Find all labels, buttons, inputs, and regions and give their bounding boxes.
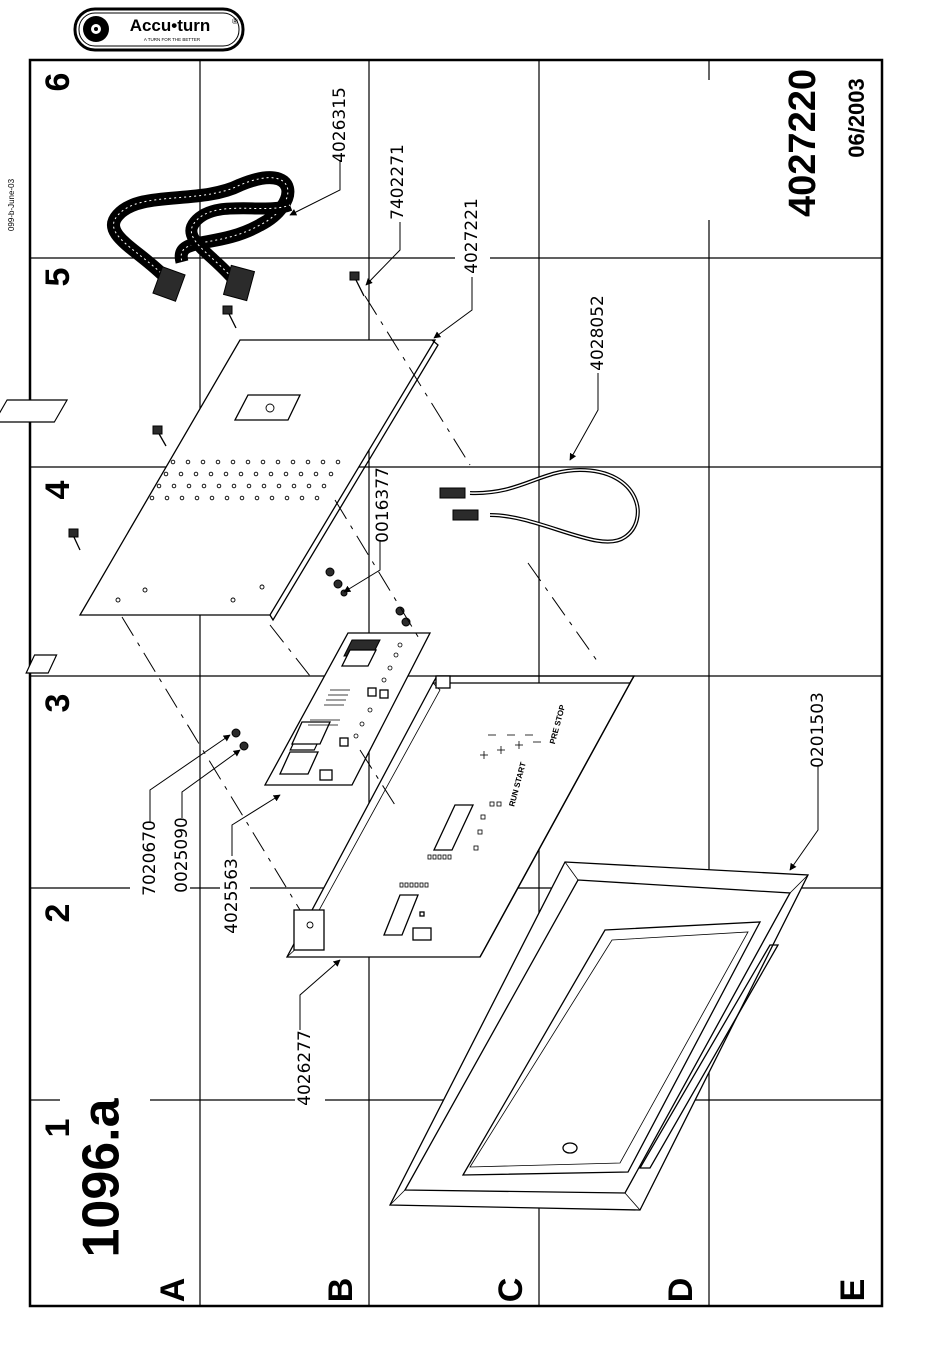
logo-registered: ®	[232, 17, 238, 26]
assembly-number: 4027220	[782, 69, 824, 217]
part-label-0025090: 0025090	[172, 817, 192, 893]
row-label-a: A	[154, 1278, 192, 1303]
part-label-7020670: 7020670	[140, 820, 160, 896]
accuturn-logo: Accu•turn ® A TURN FOR THE BETTER	[75, 9, 243, 50]
row-label-b: B	[322, 1278, 360, 1303]
side-note: 099-b-June-03	[7, 178, 16, 231]
column-labels: 6 5 4 3 2 1	[39, 73, 77, 1138]
logo-brand: Accu•turn	[130, 16, 211, 35]
column-label-4: 4	[39, 480, 77, 499]
row-labels: A B C D E	[154, 1278, 872, 1303]
column-label-5: 5	[39, 268, 77, 287]
standoffs-7020670-0025090	[232, 729, 248, 750]
part-label-4026315: 4026315	[330, 87, 350, 163]
part-label-4027221: 4027221	[462, 198, 482, 274]
part-label-7402271: 7402271	[388, 144, 408, 220]
nuts-0016377	[326, 568, 410, 626]
screw-7402271	[350, 272, 364, 296]
logo-tagline: A TURN FOR THE BETTER	[144, 37, 201, 42]
part-label-0201503: 0201503	[808, 692, 828, 768]
part-label-4028052: 4028052	[588, 295, 608, 371]
part-label-4026277: 4026277	[295, 1030, 315, 1106]
row-label-e: E	[834, 1279, 872, 1302]
ribbon-cable-4026315	[114, 178, 290, 302]
row-label-c: C	[492, 1278, 530, 1303]
column-label-3: 3	[39, 694, 77, 713]
column-label-2: 2	[39, 904, 77, 923]
column-label-6: 6	[39, 73, 77, 92]
figure-number: 1096.a	[73, 1097, 131, 1257]
column-label-1: 1	[39, 1119, 77, 1138]
part-label-4025563: 4025563	[222, 858, 242, 934]
part-label-0016377: 0016377	[373, 467, 393, 543]
row-label-d: D	[662, 1278, 700, 1303]
drawing-date: 06/2003	[844, 78, 869, 158]
